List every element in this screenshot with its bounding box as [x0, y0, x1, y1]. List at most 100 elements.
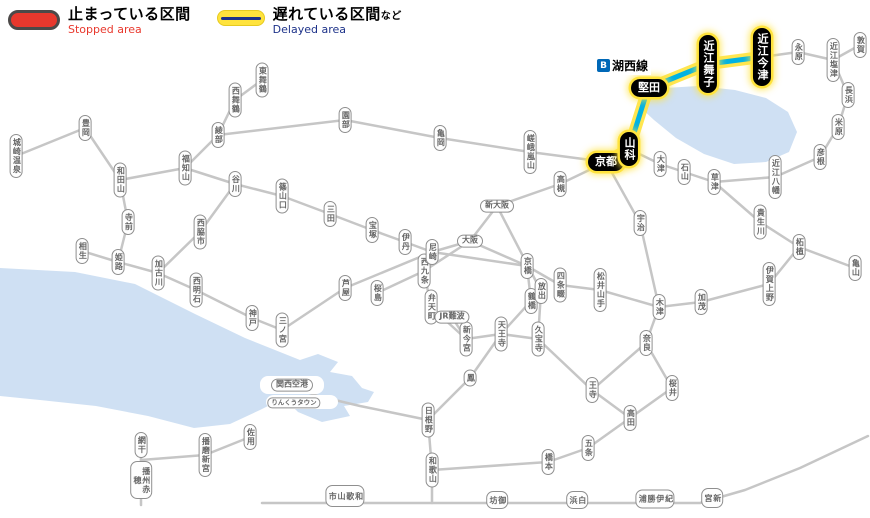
station-加茂: 加茂 — [694, 289, 708, 315]
station-王寺: 王寺 — [585, 377, 599, 403]
station-宝塚: 宝塚 — [365, 217, 379, 243]
station-石山: 石山 — [677, 159, 691, 185]
rail-line — [426, 332, 503, 472]
station-篠山口: 篠山口 — [275, 178, 289, 214]
station-佐用: 佐用 — [243, 424, 257, 450]
station-嵯峨嵐山: 嵯峨嵐山 — [523, 130, 537, 174]
station-関西空港: 関西空港 — [271, 378, 313, 392]
rail-line — [375, 269, 426, 295]
rail-line — [139, 435, 252, 462]
station-綾部: 綾部 — [211, 122, 225, 148]
station-播州赤穂: 播州赤穂 — [130, 461, 152, 499]
station-芦屋: 芦屋 — [338, 275, 352, 301]
station-紀伊勝浦: 紀伊勝浦 — [635, 489, 675, 509]
station-和田山: 和田山 — [113, 162, 127, 198]
station-山科: 山科 — [619, 132, 639, 166]
station-長浜: 長浜 — [841, 82, 855, 108]
rail-line — [422, 239, 533, 341]
station-寺前: 寺前 — [121, 209, 135, 235]
kosei-line-badge: B 湖西線 — [594, 56, 652, 75]
delayed-line-icon — [216, 10, 265, 26]
rail-line — [797, 245, 857, 270]
station-加古川: 加古川 — [151, 255, 165, 291]
station-JR難波: JR難波 — [434, 310, 470, 324]
rail-line — [183, 166, 434, 254]
station-尼崎: 尼崎 — [425, 239, 439, 265]
station-久宝寺: 久宝寺 — [531, 321, 545, 357]
kosei-line-name: 湖西線 — [612, 59, 649, 73]
station-園部: 園部 — [338, 107, 352, 133]
station-放出: 放出 — [534, 278, 548, 304]
station-西明石: 西明石 — [189, 272, 203, 308]
legend-delayed-sublabel: Delayed area — [272, 23, 346, 37]
legend-delayed-label-suffix: など — [380, 11, 402, 22]
rail-line — [430, 388, 632, 472]
rail-line — [430, 434, 870, 505]
legend-delayed-label-main: 遅れている区間 — [272, 5, 381, 23]
station-豊岡: 豊岡 — [78, 115, 92, 141]
delayed-line-bar — [220, 16, 261, 20]
station-谷川: 谷川 — [228, 171, 242, 197]
station-白浜: 白浜 — [566, 491, 588, 509]
station-大津: 大津 — [653, 151, 667, 177]
station-福知山: 福知山 — [178, 150, 192, 186]
rail-line — [499, 332, 594, 392]
station-桜島: 桜島 — [370, 280, 384, 306]
station-新宮: 新宮 — [701, 488, 723, 508]
station-天王寺: 天王寺 — [494, 316, 508, 352]
station-奈良: 奈良 — [639, 330, 653, 356]
station-敦賀: 敦賀 — [853, 32, 867, 58]
station-姫路: 姫路 — [111, 249, 125, 275]
station-りんくうタウン: りんくうタウン — [267, 397, 321, 409]
station-弁天町: 弁天町 — [424, 289, 438, 325]
rail-line — [831, 43, 862, 129]
station-彦根: 彦根 — [813, 144, 827, 170]
legend: 止まっている区間 Stopped area 遅れている区間など Delayed … — [8, 5, 402, 37]
station-播磨新宮: 播磨新宮 — [198, 433, 212, 477]
station-高田: 高田 — [623, 405, 637, 431]
station-柘植: 柘植 — [792, 234, 806, 260]
station-和歌山: 和歌山 — [425, 452, 439, 488]
station-木津: 木津 — [652, 294, 666, 320]
legend-delayed-label: 遅れている区間など — [272, 5, 402, 23]
station-近江舞子: 近江舞子 — [698, 35, 718, 93]
station-近江八幡: 近江八幡 — [768, 155, 782, 199]
station-桜井: 桜井 — [665, 375, 679, 401]
station-高槻: 高槻 — [553, 171, 567, 197]
station-亀山: 亀山 — [848, 255, 862, 281]
station-米原: 米原 — [831, 114, 845, 140]
station-相生: 相生 — [75, 238, 89, 264]
station-宇治: 宇治 — [633, 210, 647, 236]
station-網干: 網干 — [134, 432, 148, 458]
station-神戸: 神戸 — [245, 305, 259, 331]
station-橋本: 橋本 — [541, 449, 555, 475]
rail-line — [699, 245, 801, 304]
station-伊賀上野: 伊賀上野 — [762, 262, 776, 306]
rail-line — [14, 126, 187, 182]
rail-line — [604, 160, 661, 309]
rail-line — [525, 264, 661, 309]
station-近江塩津: 近江塩津 — [826, 38, 840, 82]
rail-line — [590, 341, 648, 392]
station-大阪: 大阪 — [457, 234, 483, 248]
station-四条畷: 四条畷 — [553, 267, 567, 303]
line-letter-icon: B — [597, 59, 610, 72]
legend-delayed: 遅れている区間など Delayed area — [216, 5, 402, 37]
station-三田: 三田 — [323, 201, 337, 227]
station-鳳: 鳳 — [463, 369, 477, 387]
station-東舞鶴: 東舞鶴 — [255, 62, 269, 98]
station-草津: 草津 — [707, 169, 721, 195]
legend-stopped-sublabel: Stopped area — [68, 23, 142, 37]
rail-line — [657, 300, 703, 309]
station-城崎温泉: 城崎温泉 — [9, 134, 23, 178]
rail-line — [216, 118, 608, 164]
station-五条: 五条 — [581, 435, 595, 461]
station-京都: 京都 — [588, 152, 624, 172]
station-堅田: 堅田 — [631, 78, 667, 98]
rail-line — [468, 160, 608, 243]
station-永原: 永原 — [791, 39, 805, 65]
station-伊丹: 伊丹 — [398, 229, 412, 255]
station-鶴橋: 鶴橋 — [524, 288, 538, 314]
station-亀岡: 亀岡 — [433, 125, 447, 151]
station-三ノ宮: 三ノ宮 — [275, 312, 289, 348]
